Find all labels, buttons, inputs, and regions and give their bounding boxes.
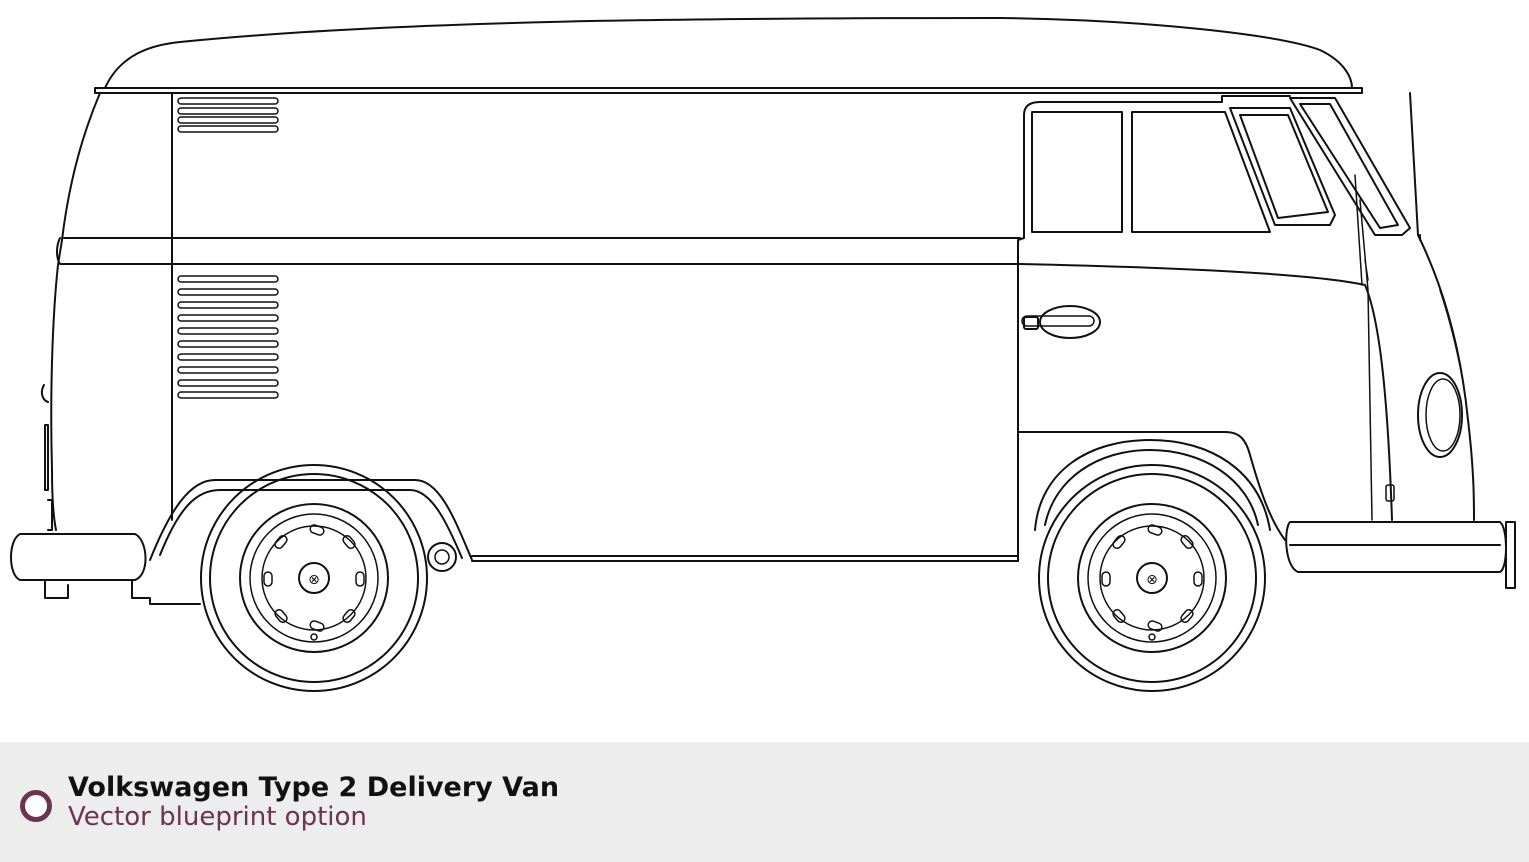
blueprint-canvas: ⊗ ⊗ — [10, 17, 1516, 692]
van-cab-nose — [1019, 234, 1421, 521]
van-quarter-window — [1229, 107, 1336, 226]
van-lower-vent — [177, 275, 279, 399]
van-cab-door — [1017, 95, 1291, 562]
van-rear-bumper — [10, 533, 201, 605]
van-rear-wheel-icon: ⊗ — [200, 464, 428, 692]
van-upper-vent — [177, 97, 279, 133]
svg-text:⊗: ⊗ — [308, 572, 320, 588]
van-headlight-icon — [1417, 372, 1463, 458]
van-roof — [94, 87, 1363, 94]
van-front-panel-line — [1439, 289, 1466, 396]
van-rear-fender — [149, 479, 473, 561]
svg-text:⊗: ⊗ — [1146, 572, 1158, 588]
van-body-outline — [50, 92, 1475, 531]
van-front-bumper — [1285, 521, 1516, 589]
van-door-handle-icon — [1021, 305, 1101, 339]
van-front-wheel-arch — [1034, 439, 1271, 531]
van-sill — [471, 555, 1019, 562]
caption-bar: Volkswagen Type 2 Delivery Van Vector bl… — [0, 742, 1529, 862]
van-belt-line — [56, 237, 1021, 265]
van-front-wheel-icon: ⊗ — [1038, 464, 1266, 692]
van-step-latch — [1385, 484, 1395, 502]
radio-button-icon[interactable] — [20, 790, 52, 822]
van-door-lower-line — [1017, 431, 1286, 541]
caption-title: Volkswagen Type 2 Delivery Van — [68, 772, 560, 803]
van-roof-dome — [104, 17, 1353, 89]
van-tail-light — [40, 384, 53, 531]
van-side-window — [1031, 111, 1271, 233]
van-blueprint-icon: ⊗ ⊗ — [10, 17, 1516, 692]
van-exhaust-icon — [427, 542, 457, 572]
caption-subtitle: Vector blueprint option — [68, 802, 367, 832]
